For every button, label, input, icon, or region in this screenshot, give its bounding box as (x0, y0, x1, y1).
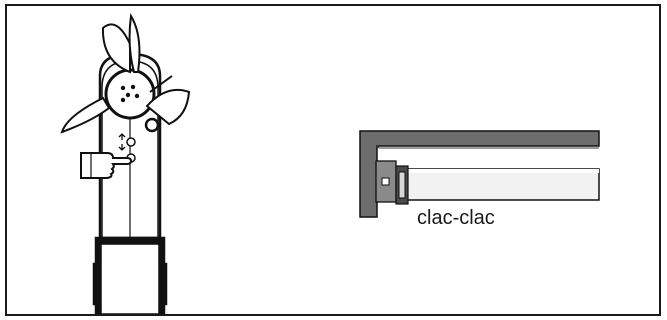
remote-illustration (60, 13, 191, 314)
button-top (126, 137, 136, 147)
motor-icon (395, 165, 409, 205)
hand-pointer-icon (80, 152, 133, 179)
sound-label: clac-clac (417, 207, 495, 229)
arrow-marks-icon (118, 133, 126, 151)
installation-illustration (359, 130, 600, 218)
dial-dots (120, 84, 140, 103)
figure-frame: clac-clac (5, 4, 661, 316)
bracket-icon (359, 130, 600, 218)
propeller-icon (60, 13, 191, 134)
tube-icon (406, 168, 600, 201)
